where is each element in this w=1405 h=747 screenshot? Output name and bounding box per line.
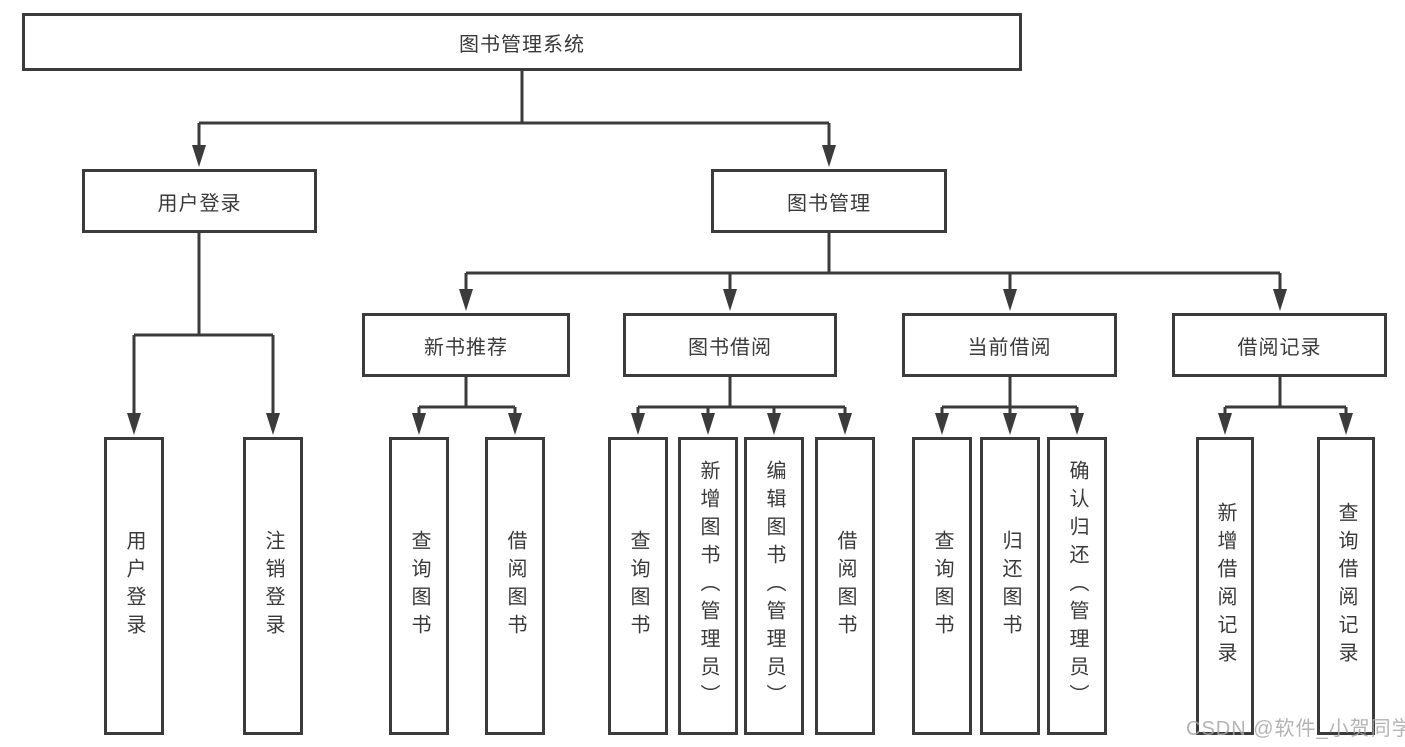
arrowhead-icon [631, 413, 645, 435]
leaf-label: 新增图书（管理员） [697, 460, 719, 712]
connector-newbook-to-leaves [412, 377, 522, 435]
leaf-label: 新增借阅记录 [1214, 502, 1236, 670]
arrowhead-icon [1003, 413, 1017, 435]
arrowhead-icon [1218, 413, 1232, 435]
node-user-login: 用户登录 [82, 169, 317, 233]
arrowhead-icon [127, 413, 141, 435]
connector-line [636, 377, 847, 419]
leaf-return-books: 归还图书 [980, 437, 1040, 735]
leaf-user-login: 用户登录 [104, 437, 164, 735]
leaf-query-books: 查询图书 [389, 437, 449, 735]
leaf-logout: 注销登录 [243, 437, 303, 735]
arrowhead-icon [767, 413, 781, 435]
node-book-management: 图书管理 [711, 169, 947, 233]
connector-bookmgmt-to-level3 [459, 233, 1287, 311]
leaf-label: 归还图书 [999, 530, 1021, 642]
arrowhead-icon [1339, 413, 1353, 435]
arrowhead-icon [822, 145, 836, 167]
leaf-add-borrow-record: 新增借阅记录 [1196, 437, 1254, 735]
leaf-query-books: 查询图书 [608, 437, 668, 735]
node-current-borrow: 当前借阅 [902, 313, 1117, 377]
connector-line [197, 71, 831, 151]
leaf-label: 编辑图书（管理员） [763, 460, 785, 712]
connector-bookborrow-to-leaves [631, 377, 852, 435]
arrowhead-icon [701, 413, 715, 435]
connector-userlogin-to-leaves [127, 233, 280, 435]
leaf-label: 借阅图书 [504, 530, 526, 642]
leaf-label: 注销登录 [262, 530, 284, 642]
node-new-book-recommend: 新书推荐 [362, 313, 570, 377]
leaf-label: 查询图书 [627, 530, 649, 642]
leaf-label: 借阅图书 [834, 530, 856, 642]
connector-line [417, 377, 517, 419]
arrowhead-icon [412, 413, 426, 435]
leaf-borrow-books: 借阅图书 [485, 437, 545, 735]
node-library-management-system: 图书管理系统 [22, 13, 1022, 71]
arrowhead-icon [723, 289, 737, 311]
node-book-borrow: 图书借阅 [623, 313, 837, 377]
leaf-label: 查询借阅记录 [1335, 502, 1357, 670]
leaf-label: 查询图书 [408, 530, 430, 642]
arrowhead-icon [1003, 289, 1017, 311]
leaf-label: 查询图书 [931, 530, 953, 642]
arrowhead-icon [1070, 413, 1084, 435]
arrowhead-icon [459, 289, 473, 311]
leaf-query-borrow-record: 查询借阅记录 [1317, 437, 1375, 735]
connector-borrowrecord-to-leaves [1218, 377, 1353, 435]
connector-root-to-level2 [192, 71, 836, 167]
connector-currentborrow-to-leaves [935, 377, 1084, 435]
arrowhead-icon [935, 413, 949, 435]
arrowhead-icon [1273, 289, 1287, 311]
leaf-edit-books-admin: 编辑图书（管理员） [744, 437, 804, 735]
csdn-watermark: CSDN @软件_小贺同学 [1186, 718, 1405, 740]
leaf-label: 确认归还（管理员） [1066, 460, 1088, 712]
leaf-label: 用户登录 [123, 530, 145, 642]
arrowhead-icon [838, 413, 852, 435]
node-borrow-record: 借阅记录 [1172, 313, 1387, 377]
leaf-query-books: 查询图书 [912, 437, 972, 735]
arrowhead-icon [266, 413, 280, 435]
connector-line [464, 233, 1282, 295]
leaf-add-books-admin: 新增图书（管理员） [678, 437, 738, 735]
connector-line [1223, 377, 1348, 419]
arrowhead-icon [192, 145, 206, 167]
connector-line [132, 233, 275, 419]
leaf-borrow-books: 借阅图书 [815, 437, 875, 735]
connector-line [940, 377, 1079, 419]
arrowhead-icon [508, 413, 522, 435]
leaf-confirm-return-admin: 确认归还（管理员） [1047, 437, 1107, 735]
